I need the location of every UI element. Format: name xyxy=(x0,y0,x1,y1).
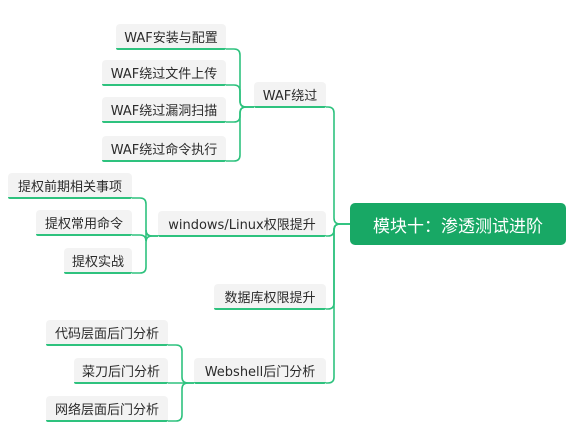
branch-link-0-3 xyxy=(226,106,254,162)
leaf-waf-cmd[interactable]: WAF绕过命令执行 xyxy=(102,136,226,162)
branch-link-0-1 xyxy=(226,84,254,108)
branch-link-1-0 xyxy=(132,197,158,237)
root-link-0 xyxy=(326,106,350,225)
root-link-1 xyxy=(326,223,350,237)
leaf-caidao-backdoor[interactable]: 菜刀后门分析 xyxy=(74,358,168,384)
leaf-priv-commands[interactable]: 提权常用命令 xyxy=(36,210,132,236)
leaf-label: 提权前期相关事项 xyxy=(17,179,122,195)
leaf-label: 代码层面后门分析 xyxy=(54,326,159,342)
root-node[interactable]: 模块十：渗透测试进阶 xyxy=(350,203,566,245)
branch-label: Webshell后门分析 xyxy=(204,364,316,380)
root-link-3 xyxy=(326,223,350,384)
branch-database-privilege[interactable]: 数据库权限提升 xyxy=(214,284,326,310)
leaf-label: WAF绕过命令执行 xyxy=(110,142,218,158)
branch-privilege-escalation[interactable]: windows/Linux权限提升 xyxy=(158,211,326,237)
branch-link-2-2 xyxy=(168,382,194,422)
leaf-priv-practice[interactable]: 提权实战 xyxy=(64,248,132,274)
branch-label: 数据库权限提升 xyxy=(224,290,316,306)
leaf-label: WAF绕过文件上传 xyxy=(110,66,218,82)
leaf-label: 提权实战 xyxy=(71,254,124,270)
branch-link-2-0 xyxy=(168,344,194,384)
root-link-2 xyxy=(326,223,350,310)
leaf-label: WAF安装与配置 xyxy=(124,30,218,46)
branch-waf-bypass[interactable]: WAF绕过 xyxy=(254,82,326,108)
branch-webshell-analysis[interactable]: Webshell后门分析 xyxy=(194,358,326,384)
leaf-waf-upload[interactable]: WAF绕过文件上传 xyxy=(102,60,226,86)
branch-label: WAF绕过 xyxy=(262,88,318,104)
leaf-label: 菜刀后门分析 xyxy=(81,364,160,380)
root-label: 模块十：渗透测试进阶 xyxy=(373,216,543,237)
leaf-waf-install[interactable]: WAF安装与配置 xyxy=(116,24,226,50)
leaf-label: WAF绕过漏洞扫描 xyxy=(110,103,218,119)
leaf-priv-prep[interactable]: 提权前期相关事项 xyxy=(8,173,132,199)
branch-label: windows/Linux权限提升 xyxy=(168,217,316,233)
leaf-waf-scan[interactable]: WAF绕过漏洞扫描 xyxy=(102,97,226,123)
leaf-code-backdoor[interactable]: 代码层面后门分析 xyxy=(46,320,168,346)
leaf-label: 网络层面后门分析 xyxy=(54,402,159,418)
leaf-label: 提权常用命令 xyxy=(44,216,123,232)
branch-link-1-2 xyxy=(132,235,158,274)
leaf-network-backdoor[interactable]: 网络层面后门分析 xyxy=(46,396,168,422)
